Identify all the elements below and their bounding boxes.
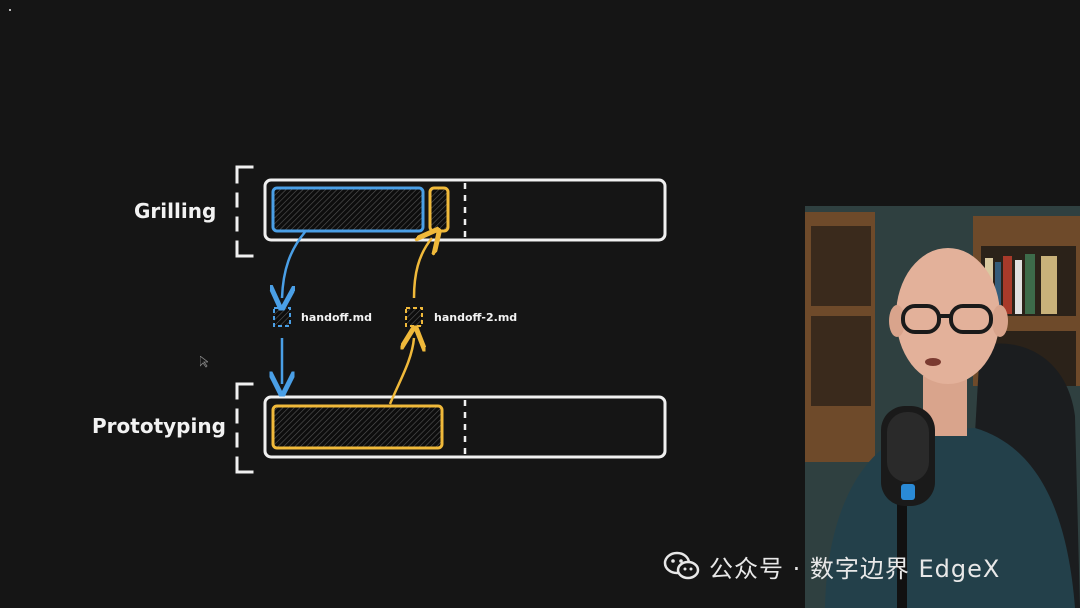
prototyping-bracket	[235, 382, 254, 474]
corner-dot	[9, 9, 11, 11]
watermark-text: 公众号 · 数字边界 EdgeX	[709, 554, 1001, 583]
prototyping-used-block	[271, 404, 444, 450]
file-icon	[273, 307, 291, 327]
file-label-handoff-2: handoff-2.md	[434, 311, 518, 324]
mouse-cursor-icon	[200, 356, 208, 368]
arrow-handoff2-to-grilling	[412, 238, 432, 299]
watermark: 公众号 · 数字边界 EdgeX	[663, 551, 1001, 583]
grilling-context-bar	[263, 178, 667, 242]
grilling-bracket	[235, 165, 254, 258]
grilling-used-block	[271, 186, 425, 233]
wechat-icon	[663, 551, 700, 580]
prototyping-context-bar	[263, 395, 667, 459]
file-label-handoff: handoff.md	[301, 311, 372, 324]
webcam-video	[805, 206, 1080, 608]
arrow-prototyping-to-handoff2	[388, 338, 414, 405]
grilling-small-block	[428, 186, 450, 233]
file-icon	[405, 307, 423, 327]
arrow-grilling-to-handoff	[282, 231, 306, 298]
row-label-prototyping: Prototyping	[92, 414, 226, 438]
row-label-grilling: Grilling	[134, 199, 217, 223]
